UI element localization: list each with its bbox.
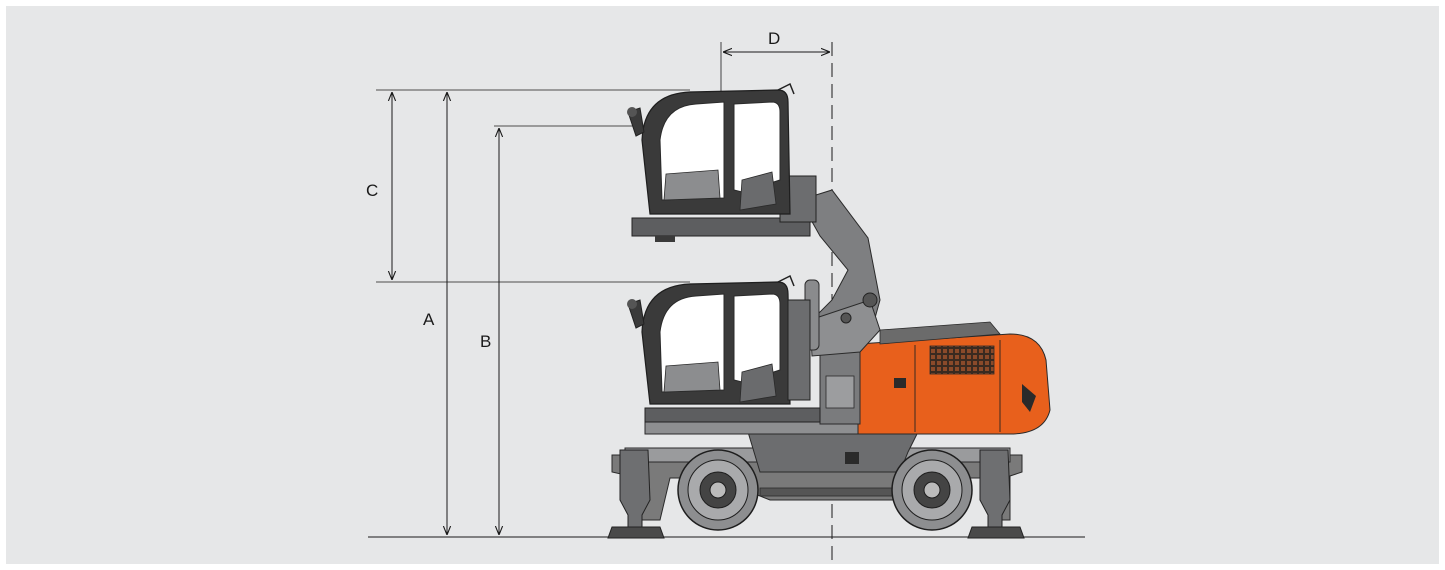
dimension-b-label: B [480,332,491,351]
dimension-d-label: D [768,29,780,48]
dimension-a-label: A [423,310,435,329]
outrigger-icon [607,449,1025,539]
lowered-cab-icon [627,274,821,423]
wheel-icon [677,449,973,531]
cab-riser-boom-icon [799,189,881,357]
raised-cab-icon [627,82,817,242]
dimension-c-label: C [366,181,378,200]
engine-housing-icon [644,321,1051,435]
